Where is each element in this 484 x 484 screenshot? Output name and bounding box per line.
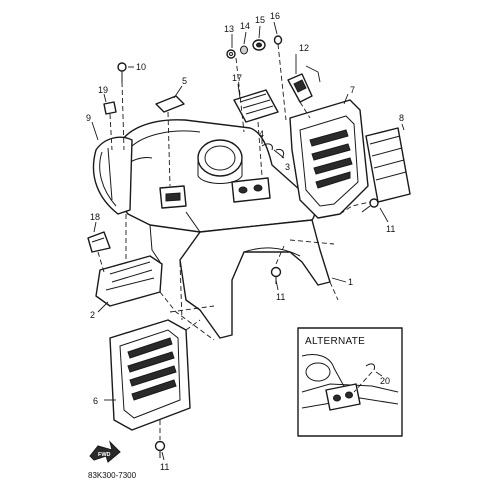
- callout-13: 13: [224, 24, 234, 34]
- callout-7: 7: [350, 85, 355, 95]
- callout-15: 15: [255, 15, 265, 25]
- louver-slats-right: [309, 129, 353, 189]
- part-right-louver-panel: [289, 99, 369, 219]
- callout-9: 9: [86, 113, 91, 123]
- part-front-body: [115, 119, 331, 339]
- alternate-title: ALTERNATE: [305, 336, 365, 347]
- callout-10: 10: [136, 62, 146, 72]
- part-gasket: [365, 127, 411, 203]
- fwd-label: FWD: [98, 452, 111, 458]
- fwd-arrow-icon: FWD: [89, 440, 121, 463]
- callout-11-bottom: 11: [160, 462, 169, 472]
- part-hardware-14: [240, 45, 248, 55]
- callout-19: 19: [98, 85, 108, 95]
- part-caution-label: [233, 89, 279, 123]
- part-screw-10: [117, 62, 127, 82]
- part-hardware-16: [273, 35, 283, 45]
- callout-16: 16: [270, 11, 280, 21]
- part-bolt-11-bottom: [154, 440, 166, 458]
- part-bolt-11-middle: [270, 266, 282, 284]
- callout-4: 4: [259, 129, 264, 139]
- assembly-lines: [97, 43, 371, 440]
- part-inner-panel: [95, 255, 163, 307]
- part-clip-4: [261, 143, 273, 151]
- callout-17: 17: [232, 73, 242, 83]
- part-hardware-15: [252, 39, 266, 51]
- alternate-detail: [301, 354, 399, 411]
- part-switch: [287, 73, 313, 103]
- callout-11-middle: 11: [276, 292, 285, 302]
- part-block: [103, 101, 117, 115]
- part-left-side-cover: [92, 136, 133, 215]
- part-hardware-13: [226, 49, 236, 59]
- alternate-inset: ALTERNATE 20: [297, 327, 403, 437]
- part-left-louver-panel: [109, 319, 191, 431]
- leader-lines: [91, 21, 405, 461]
- callout-8: 8: [399, 113, 404, 123]
- part-bracket: [87, 231, 111, 253]
- louver-slats: [127, 337, 177, 401]
- diagram-code: 83K300-7300: [88, 471, 137, 480]
- callouts: 1 2 3 4 5 6 7 8 9 10 11 11 11 12 13 14 1…: [86, 11, 404, 472]
- callout-20: 20: [380, 376, 390, 386]
- part-pad: [155, 95, 185, 113]
- callout-18: 18: [90, 212, 100, 222]
- callout-5: 5: [182, 76, 187, 86]
- part-bolt-11-right: [361, 198, 379, 213]
- callout-1: 1: [348, 277, 353, 287]
- callout-2: 2: [90, 310, 95, 320]
- callout-11-right: 11: [386, 224, 395, 234]
- callout-3: 3: [285, 162, 290, 172]
- callout-14: 14: [240, 21, 250, 31]
- callout-12: 12: [299, 43, 309, 53]
- callout-6: 6: [93, 396, 98, 406]
